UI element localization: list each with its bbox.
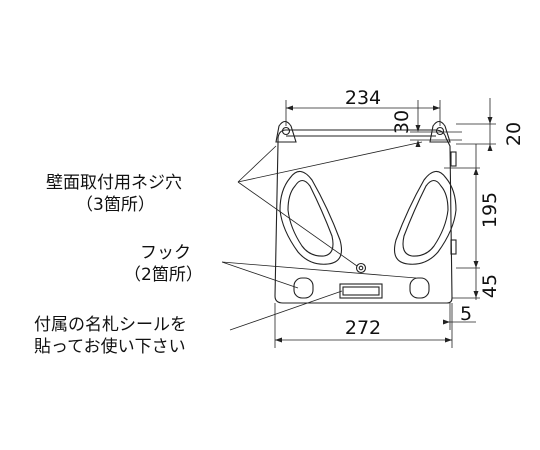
nameplate-recess (339, 283, 383, 299)
callout-screw-holes-line1: 壁面取付用ネジ穴 (46, 173, 182, 193)
side-latch-lower (450, 239, 457, 255)
dim-272-label: 272 (345, 317, 381, 339)
leader-lines (221, 141, 423, 331)
bottom-hook-left (293, 277, 314, 299)
dim-195-label: 195 (479, 192, 501, 228)
callout-nameplate-line2: 貼ってお使い下さい (34, 337, 186, 357)
side-latch-upper (450, 151, 457, 167)
callout-nameplate: 付属の名札シールを 貼ってお使い下さい (34, 314, 187, 358)
dimension-arrows (275, 105, 493, 343)
callout-hooks-line2: （2箇所） (124, 265, 203, 285)
screw-hole-center (355, 262, 367, 274)
dim-234-label: 234 (345, 87, 381, 109)
dim-45-label: 45 (479, 274, 501, 298)
case-outline (274, 129, 453, 304)
callout-hooks-line1: フック (140, 243, 191, 263)
callout-screw-holes-line2: （3箇所） (76, 195, 155, 215)
dim-20-label: 20 (503, 122, 525, 146)
callout-nameplate-line1: 付属の名札シールを (34, 315, 187, 335)
nameplate-inner (342, 286, 380, 296)
dimension-lines (274, 98, 496, 348)
leader-screw-center (237, 181, 358, 267)
grip-left (279, 170, 343, 265)
leader-hook-right (221, 261, 417, 279)
dim-30-label: 30 (391, 110, 413, 134)
bottom-hook-right (409, 277, 430, 299)
leader-screw-left (237, 145, 277, 183)
leader-screw-top (237, 141, 423, 183)
leader-nameplate (229, 290, 343, 331)
callout-hooks: フック （2箇所） (124, 242, 203, 286)
leader-hook-left (221, 261, 299, 289)
dim-5-label: 5 (460, 303, 472, 325)
callout-screw-holes: 壁面取付用ネジ穴 （3箇所） (46, 172, 182, 216)
grip-right (393, 170, 457, 265)
